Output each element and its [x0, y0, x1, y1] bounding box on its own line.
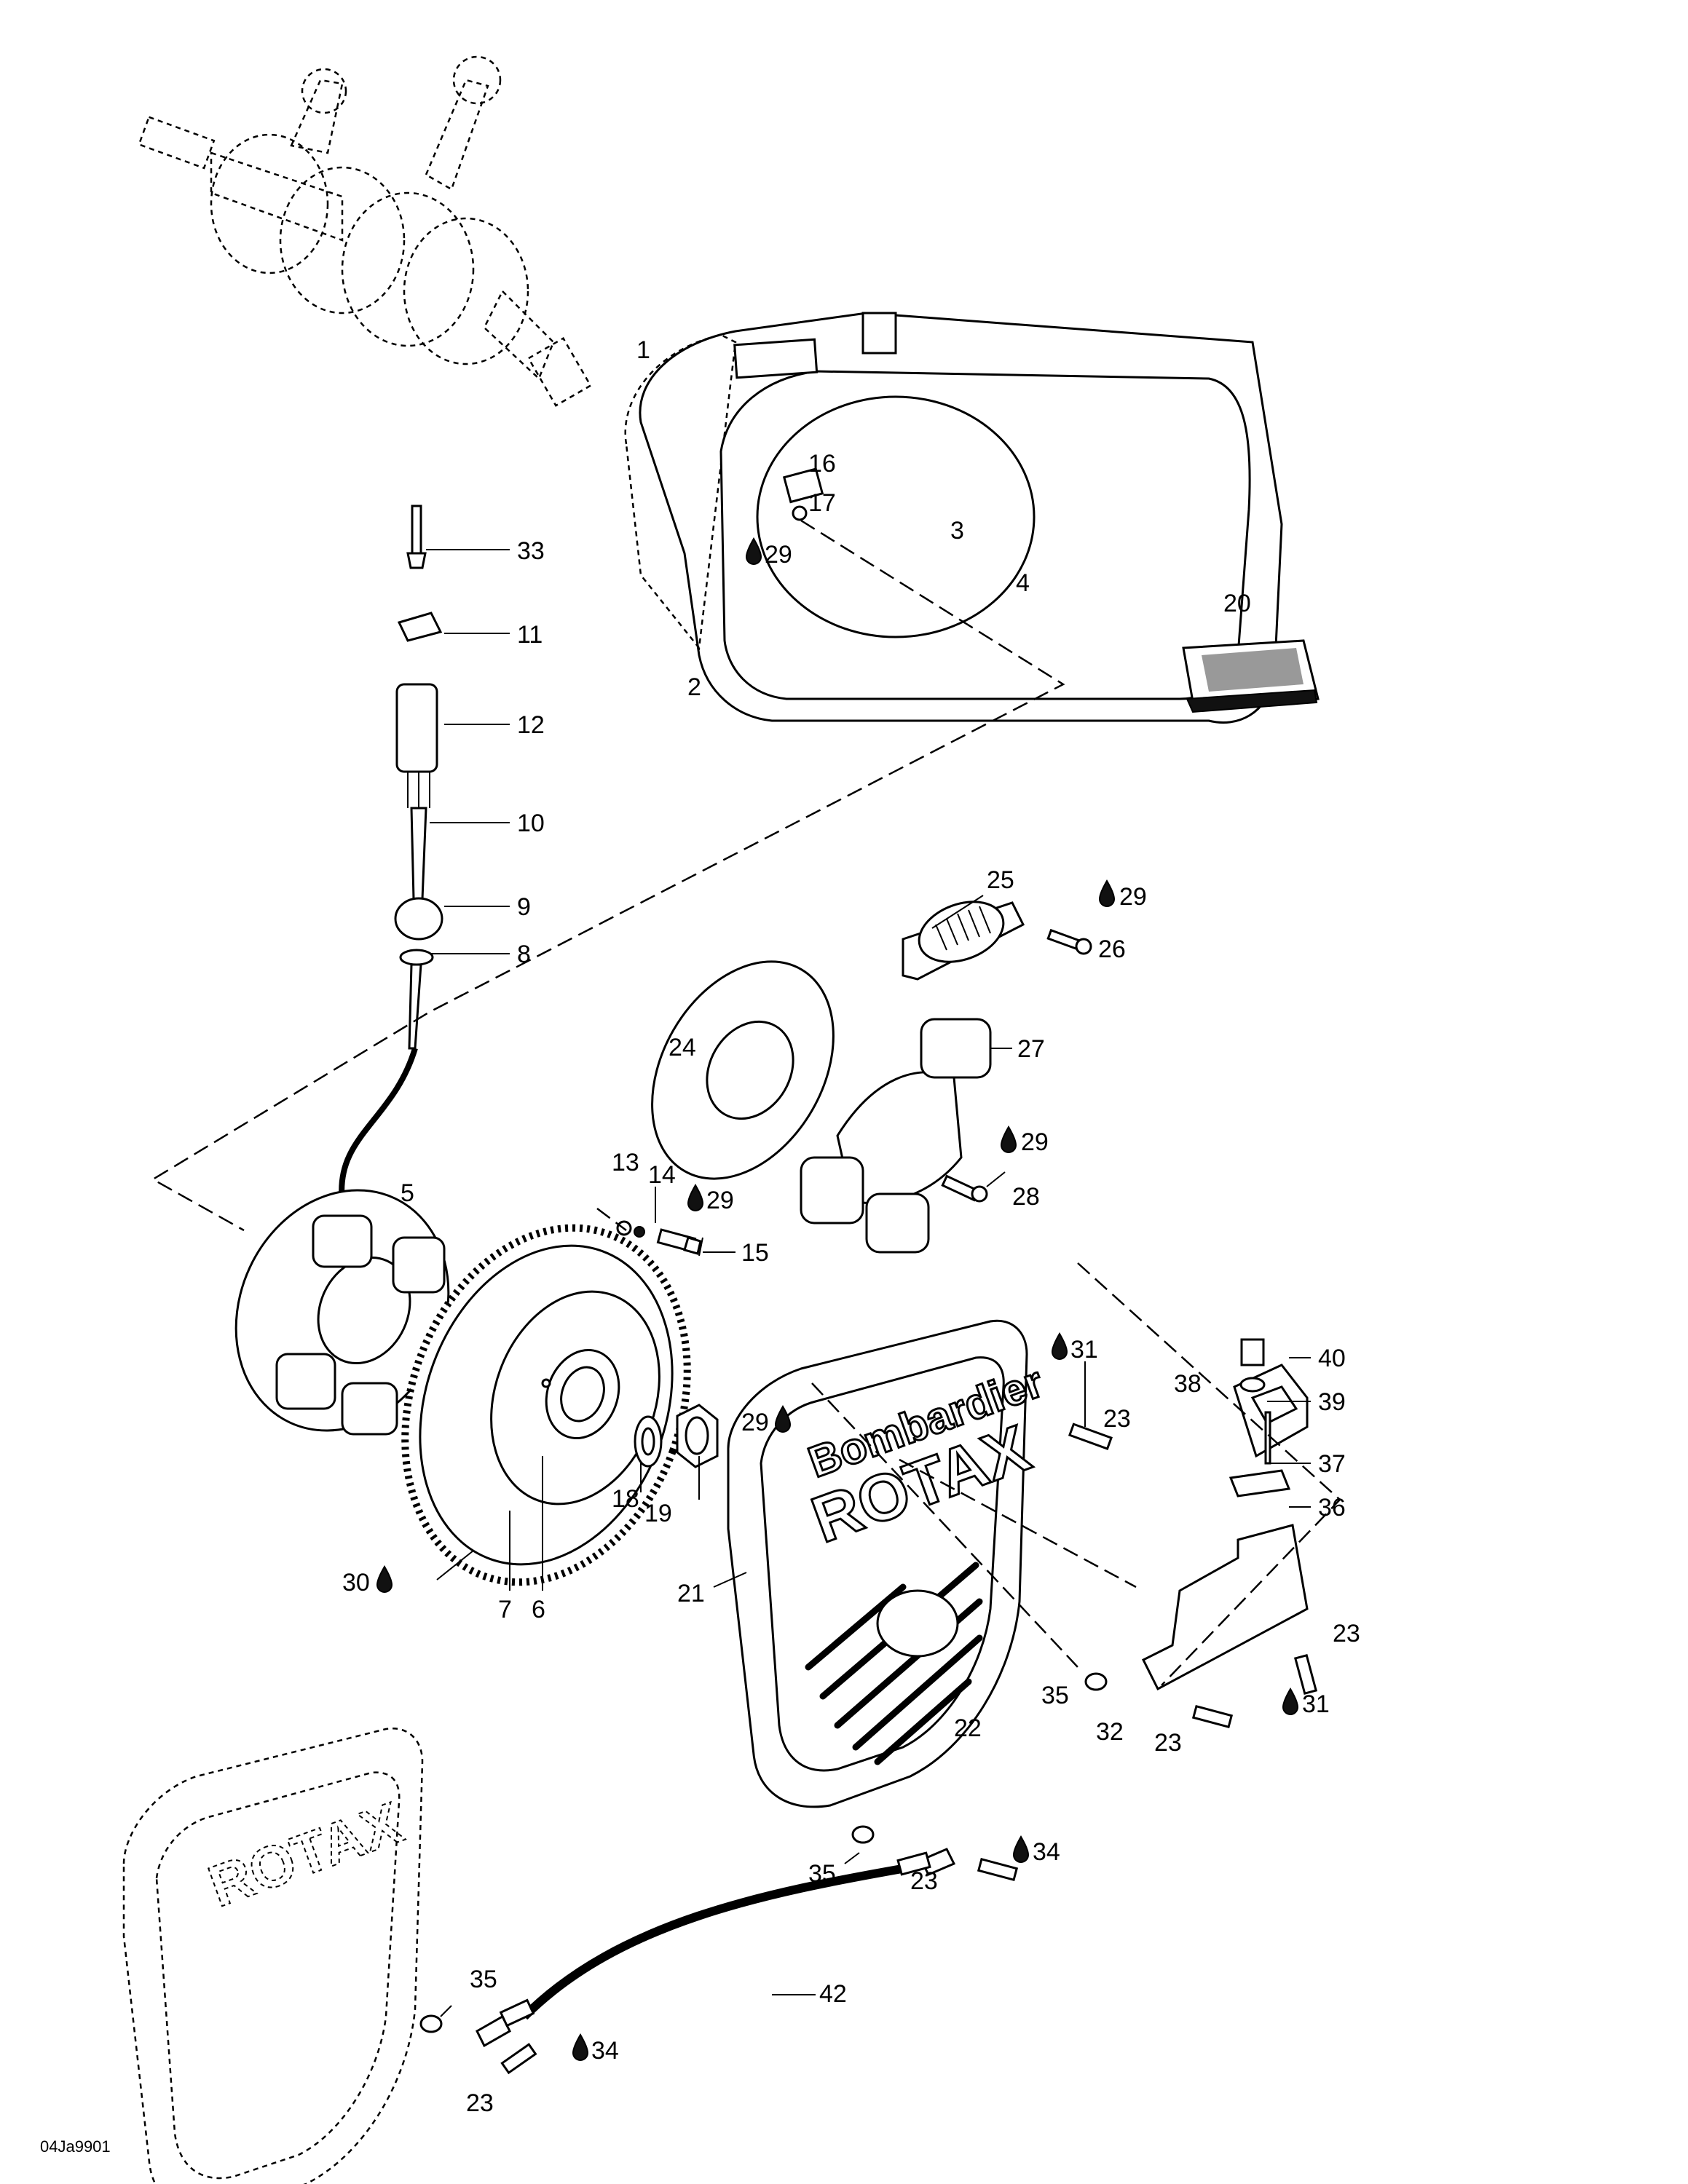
magneto-cover-ghost: ROTAX [122, 1727, 424, 2184]
leader-lines [426, 549, 1311, 2017]
callout-21: 21 [677, 1580, 705, 1607]
callout-23-d: 23 [910, 1867, 938, 1895]
callout-29-label: 29 [706, 1187, 734, 1214]
callout-27: 27 [1017, 1035, 1045, 1063]
oil-drop-icon [1051, 1332, 1068, 1360]
stator [234, 1189, 450, 1436]
oil-drop-icon [1098, 879, 1116, 907]
callout-8: 8 [517, 941, 531, 968]
callout-34-label: 34 [591, 2037, 619, 2065]
callout-5: 5 [401, 1179, 414, 1207]
callouts: 1 2 3 4 5 6 7 8 9 10 11 12 13 14 15 16 1… [342, 336, 1360, 2117]
callout-33: 33 [517, 537, 545, 565]
callout-18: 18 [612, 1485, 639, 1513]
oil-drop-icon [572, 2033, 589, 2061]
callout-2: 2 [687, 673, 701, 701]
oil-drop-icon [376, 1565, 393, 1593]
trigger-plate [651, 960, 835, 1180]
brand-ghost-text: ROTAX [200, 1790, 410, 1919]
callout-1: 1 [636, 336, 650, 364]
callout-30: 30 [342, 1565, 393, 1597]
callout-24: 24 [669, 1034, 696, 1061]
hardware-small [616, 1220, 719, 1468]
callout-29-label: 29 [1119, 883, 1147, 911]
callout-20: 20 [1223, 590, 1251, 617]
callout-39: 39 [1318, 1388, 1346, 1416]
callout-31-bottom: 31 [1282, 1688, 1330, 1718]
callout-29-nut: 29 [741, 1405, 792, 1436]
callout-15: 15 [741, 1239, 769, 1267]
callout-16: 16 [808, 450, 836, 478]
callout-29-housing: 29 [745, 537, 792, 569]
callout-35-a: 35 [1041, 1682, 1069, 1709]
callout-35-b: 35 [808, 1860, 836, 1888]
callout-29-label: 29 [741, 1409, 769, 1436]
callout-30-label: 30 [342, 1569, 370, 1597]
cover-plate [1182, 639, 1320, 713]
callout-34-left: 34 [572, 2033, 619, 2065]
magneto-housing [624, 312, 1283, 724]
oil-drop-icon [1012, 1835, 1030, 1863]
callout-34-label: 34 [1033, 1838, 1060, 1866]
coil [902, 901, 1092, 981]
callout-10: 10 [517, 810, 545, 837]
callout-34-right: 34 [1012, 1835, 1060, 1866]
callout-13: 13 [612, 1149, 639, 1176]
assembly-lines [151, 519, 1341, 1686]
callout-23-b: 23 [1333, 1620, 1360, 1647]
callout-4: 4 [1016, 569, 1030, 597]
callout-23-e: 23 [466, 2089, 494, 2117]
callout-36: 36 [1318, 1494, 1346, 1522]
oil-drop-icon [745, 537, 762, 565]
callout-7: 7 [498, 1596, 512, 1623]
flywheel [401, 1224, 691, 1586]
callout-14: 14 [648, 1161, 676, 1189]
bolts-23 [419, 1423, 1318, 2075]
callout-9: 9 [517, 893, 531, 921]
callout-12: 12 [517, 711, 545, 739]
callout-31-label: 31 [1070, 1336, 1098, 1364]
callout-28: 28 [1012, 1183, 1040, 1211]
callout-31-top: 31 [1051, 1332, 1098, 1364]
callout-23-a: 23 [1103, 1405, 1131, 1433]
diagram-code: 04Ja9901 [40, 2137, 111, 2156]
oil-drop-icon [1282, 1688, 1299, 1715]
callout-37: 37 [1318, 1450, 1346, 1478]
callout-29-label: 29 [765, 541, 792, 569]
callout-29-label: 29 [1021, 1128, 1049, 1156]
oil-drop-icon [1000, 1125, 1017, 1153]
sensor-harness [339, 505, 443, 1202]
callout-42: 42 [819, 1980, 847, 2008]
callout-29-bolt15: 29 [687, 1184, 734, 1214]
callout-35-c: 35 [470, 1966, 497, 1993]
callout-3: 3 [950, 517, 964, 545]
crankshaft-ghost [138, 55, 592, 407]
callout-25: 25 [987, 866, 1014, 894]
callout-29-coil: 29 [1098, 879, 1147, 911]
magneto-cover: Bombardier ROTAX [727, 1319, 1050, 1808]
bracket [1141, 1338, 1309, 1691]
callout-22: 22 [954, 1714, 982, 1742]
oil-drop-icon [774, 1405, 792, 1433]
callout-11: 11 [517, 621, 543, 649]
callout-40: 40 [1318, 1345, 1346, 1372]
generating-coil [800, 1018, 992, 1254]
callout-38: 38 [1174, 1370, 1202, 1398]
callout-19: 19 [644, 1500, 672, 1527]
callout-23-c: 23 [1154, 1729, 1182, 1757]
oil-drop-icon [687, 1184, 704, 1211]
callout-26: 26 [1098, 935, 1126, 963]
callout-17: 17 [808, 489, 836, 517]
callout-31-label: 31 [1302, 1690, 1330, 1718]
callout-6: 6 [532, 1596, 545, 1623]
ground-cable [476, 1848, 956, 2048]
callout-32: 32 [1096, 1718, 1124, 1746]
callout-29-gencoil: 29 [1000, 1125, 1049, 1156]
